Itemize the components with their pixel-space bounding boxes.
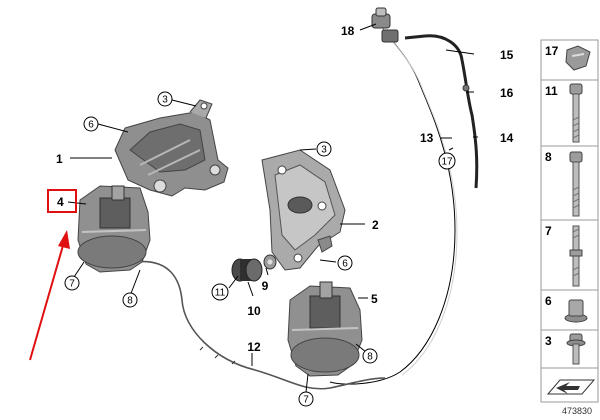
callout-14: 14 [500, 131, 514, 145]
callout-4-highlight: 4 [47, 189, 77, 213]
vacuum-hose [404, 34, 479, 189]
leader-lines [67, 23, 478, 393]
highlight-box [47, 189, 77, 213]
engine-mount-left [77, 185, 151, 273]
callout-17-label: 17 [441, 157, 453, 168]
callout-10: 10 [247, 304, 261, 318]
callout-13: 13 [420, 131, 434, 145]
callout-7-left: 7 [64, 275, 80, 291]
panel-label-8: 8 [545, 150, 552, 164]
callout-11: 11 [211, 283, 229, 301]
gearbox-bracket [261, 149, 346, 271]
orientation-arrow-icon [546, 379, 596, 395]
callout-8b-label: 8 [367, 352, 373, 363]
callout-2: 2 [372, 218, 379, 232]
callout-17: 17 [438, 152, 456, 170]
callout-5: 5 [371, 292, 378, 306]
rubber-buffer [231, 254, 277, 282]
red-arrow [29, 230, 70, 361]
callout-18: 18 [341, 24, 355, 38]
callout-9: 9 [262, 279, 269, 293]
callout-15: 15 [500, 48, 514, 62]
callout-12: 12 [247, 340, 261, 354]
callout-3-top: 3 [157, 91, 173, 107]
callout-8-left: 8 [122, 292, 138, 308]
long-bolt-icon [569, 83, 583, 143]
clip-icon [565, 45, 591, 71]
callout-1: 1 [56, 152, 63, 166]
callout-3a-label: 3 [162, 95, 168, 106]
panel-label-7: 7 [545, 224, 552, 238]
figure-id: 473830 [562, 406, 592, 416]
callout-8-right: 8 [362, 348, 378, 364]
panel-label-6: 6 [545, 294, 552, 308]
callout-6-top: 6 [83, 116, 99, 132]
panel-label-11: 11 [545, 84, 558, 98]
callout-16: 16 [500, 86, 514, 100]
panel-label-3: 3 [545, 334, 552, 348]
panel-label-17: 17 [545, 44, 559, 58]
callout-6a-label: 6 [88, 120, 94, 131]
sensor-connector [371, 7, 399, 43]
callout-6b-label: 6 [342, 259, 348, 270]
callout-8a-label: 8 [127, 296, 133, 307]
engine-mount-right [287, 281, 363, 377]
callout-11-label: 11 [215, 288, 226, 299]
engine-bracket [114, 99, 229, 197]
callout-3-mid: 3 [316, 141, 332, 157]
sensor-line [134, 260, 386, 390]
callout-4: 4 [57, 195, 64, 209]
callout-6-mid: 6 [337, 255, 353, 271]
stud-bolt-icon [569, 225, 583, 287]
callout-7-bottom: 7 [298, 391, 314, 407]
callout-3b-label: 3 [321, 145, 327, 156]
bolt-8-icon [569, 151, 583, 217]
short-bolt-icon [566, 333, 586, 365]
side-panel: 17 11 8 7 6 3 [540, 39, 599, 416]
flange-nut-icon [564, 299, 588, 323]
callout-7b-label: 7 [303, 395, 309, 406]
callout-7a-label: 7 [69, 279, 75, 290]
